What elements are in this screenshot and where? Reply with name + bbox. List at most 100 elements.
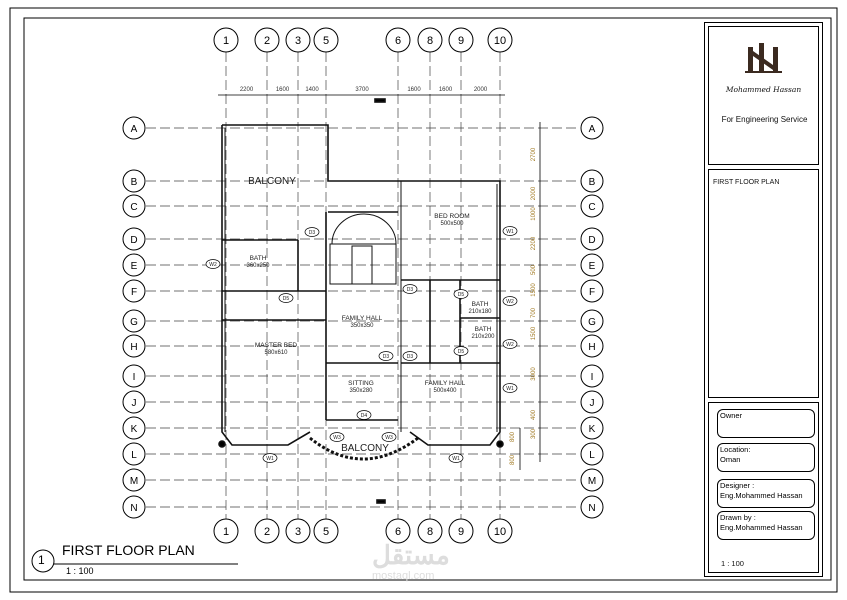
grid-bubble: [122, 253, 146, 277]
grid-col-label: 3: [295, 526, 301, 538]
grid-col-label: 5: [323, 526, 329, 538]
dimension-label: 400: [531, 409, 537, 420]
grid-bubble: [285, 27, 311, 53]
grid-row-label: N: [588, 503, 595, 514]
grid-row-label: B: [589, 177, 596, 188]
door-tag: [378, 351, 394, 361]
title-block: Mohammed Hassan For Engineering Service …: [704, 22, 823, 577]
grid-row-label: H: [130, 342, 137, 353]
grid-bubble: [580, 194, 604, 218]
door-tag: [453, 289, 469, 299]
tag-label: D5: [458, 349, 465, 355]
title-block-scale: 1 : 100: [721, 559, 744, 568]
tag-label: W2: [506, 299, 514, 305]
room-size: 210x180: [468, 309, 492, 315]
window-tag: [329, 432, 345, 442]
grid-row-label: F: [589, 287, 595, 298]
door-tag: [356, 410, 372, 420]
tag-label: W1: [266, 456, 274, 462]
logo-text: Mohammed Hassan: [725, 85, 802, 94]
grid-row-label: K: [589, 424, 596, 435]
grid-bubble: [580, 334, 604, 358]
tag-label: D3: [309, 230, 316, 236]
tag-label: D3: [407, 354, 414, 360]
info-panel: Owner Location:Oman Designer :Eng.Mohamm…: [708, 402, 819, 573]
grid-row-label: J: [132, 398, 137, 409]
grid-col-label: 2: [264, 35, 270, 47]
tag-label: W2: [209, 262, 217, 268]
grid-col-label: 8: [427, 35, 433, 47]
dimension-label: 300: [531, 428, 537, 439]
window-tag: [502, 226, 518, 236]
room-size: 350x280: [349, 388, 373, 394]
grid-bubble: [580, 495, 604, 519]
door-tag: [304, 227, 320, 237]
room-name: SITTING: [348, 380, 374, 387]
grid-bubble: [122, 416, 146, 440]
grid-col-label: 6: [395, 35, 401, 47]
window-tag: [502, 339, 518, 349]
window-tag: [502, 383, 518, 393]
room-name: BATH: [472, 301, 489, 308]
dimension-label: 3000: [531, 367, 537, 381]
grid-bubble: [122, 194, 146, 218]
sheet-number: 1: [38, 553, 45, 567]
grid-row-label: B: [131, 177, 138, 188]
grid-bubble: [122, 442, 146, 466]
grid-row-label: G: [130, 317, 138, 328]
grid-row-label: I: [133, 372, 136, 383]
grid-bubble: [448, 518, 474, 544]
tag-label: W3: [385, 435, 393, 441]
company-name: For Engineering Service: [721, 115, 808, 124]
grid-row-label: E: [589, 261, 596, 272]
location-value: Oman: [720, 455, 741, 464]
grid-row-label: M: [130, 476, 138, 487]
owner-box: Owner: [717, 409, 815, 438]
grid-bubble: [487, 27, 513, 53]
grid-bubble: [122, 279, 146, 303]
grid-bubble: [122, 227, 146, 251]
dimension-label: 500: [531, 264, 537, 275]
grid-bubble: [122, 116, 146, 140]
dimension-label: 1400: [305, 87, 319, 93]
dimension-label: 800: [510, 431, 516, 442]
tag-label: D4: [361, 413, 368, 419]
grid-bubble: [580, 309, 604, 333]
grid-col-label: 9: [458, 526, 464, 538]
grid-col-label: 10: [494, 35, 506, 47]
dimension-label: 2000: [474, 87, 488, 93]
dimension-label: 1600: [276, 87, 290, 93]
door-tag: [402, 351, 418, 361]
dimension-label: 2200: [531, 236, 537, 250]
grid-row-label: E: [131, 261, 138, 272]
grid-col-label: 8: [427, 526, 433, 538]
grid-bubble: [122, 309, 146, 333]
room-name: BATH: [475, 326, 492, 333]
door-tag: [402, 284, 418, 294]
grid-bubble: [580, 227, 604, 251]
grid-bubble: [385, 518, 411, 544]
dimension-label: 2700: [531, 147, 537, 161]
grid-bubble: [487, 518, 513, 544]
logo-panel: Mohammed Hassan For Engineering Service: [708, 26, 819, 165]
grid-col-label: 3: [295, 35, 301, 47]
drawing-name-panel: FIRST FLOOR PLAN: [708, 169, 819, 398]
tag-label: W1: [506, 229, 514, 235]
grid-bubble: [580, 116, 604, 140]
watermark-logo: مستقل: [372, 540, 450, 570]
grid-bubble: [313, 518, 339, 544]
door-tag: [278, 293, 294, 303]
grid-row-label: D: [588, 235, 595, 246]
grid-bubble: [122, 364, 146, 388]
designer-box: Designer :Eng.Mohammed Hassan: [717, 479, 815, 508]
grid-row-label: K: [131, 424, 138, 435]
grid-bubble: [122, 468, 146, 492]
dimension-label: 1500: [531, 283, 537, 297]
room-name: BALCONY: [341, 443, 389, 454]
room-size: 580x610: [264, 350, 288, 356]
walls: [218, 98, 504, 504]
grid-bubble: [254, 518, 280, 544]
grid-bubble: [254, 27, 280, 53]
grid-bubble: [385, 27, 411, 53]
